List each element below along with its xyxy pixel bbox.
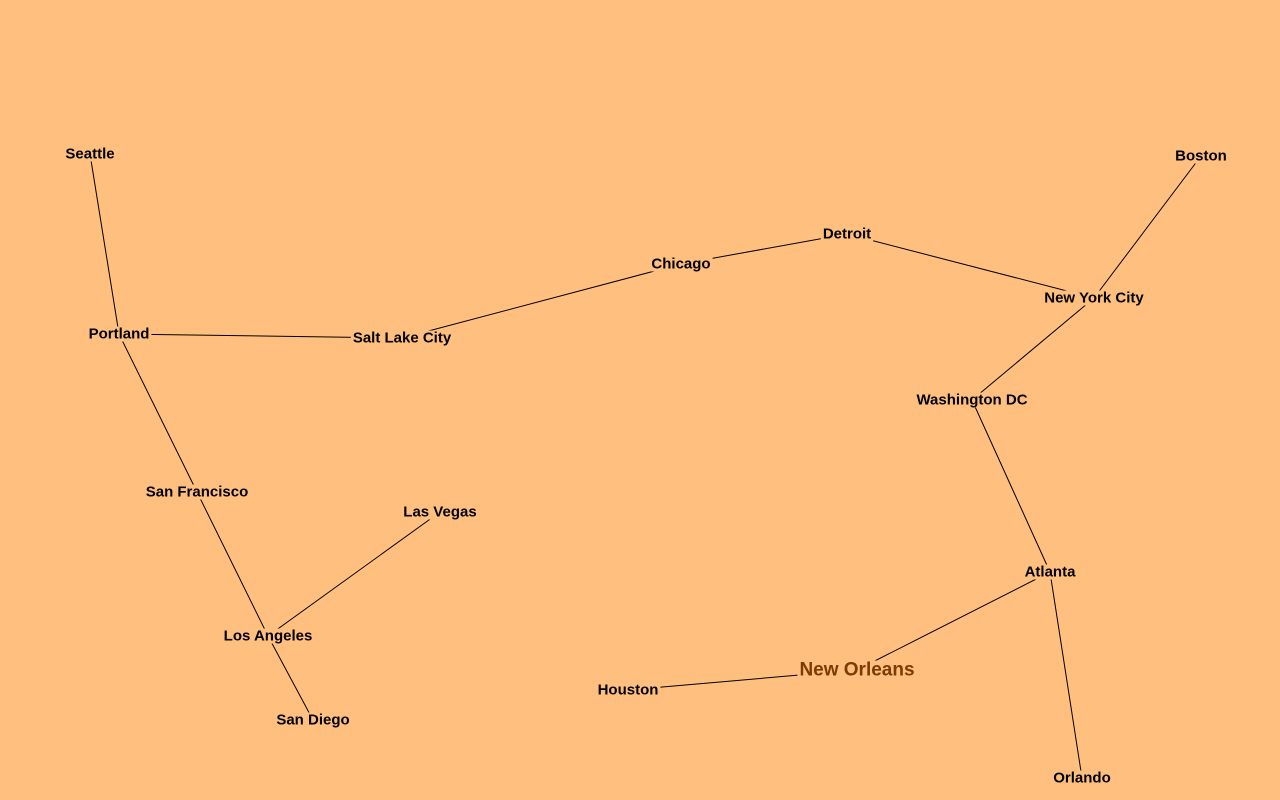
label-backdrop — [797, 660, 917, 680]
city-node-los-angeles[interactable]: Los Angeles — [221, 628, 315, 645]
edge-los-angeles-san-diego — [267, 635, 314, 721]
city-node-salt-lake-city[interactable]: Salt Lake City — [350, 330, 454, 347]
city-node-san-francisco[interactable]: San Francisco — [143, 484, 251, 501]
city-label-atlanta[interactable]: Atlanta — [1025, 564, 1076, 581]
label-backdrop — [143, 484, 251, 500]
edge-detroit-new-york-city — [846, 233, 1095, 299]
city-label-san-francisco[interactable]: San Francisco — [146, 484, 249, 501]
edge-new-york-city-washington-dc — [971, 297, 1095, 401]
label-backdrop — [1042, 290, 1147, 306]
city-node-orlando[interactable]: Orlando — [1051, 770, 1113, 787]
label-backdrop — [221, 628, 315, 644]
city-label-new-orleans[interactable]: New Orleans — [799, 660, 914, 681]
city-label-las-vegas[interactable]: Las Vegas — [403, 504, 476, 521]
city-node-new-orleans[interactable]: New Orleans — [797, 660, 917, 681]
city-node-san-diego[interactable]: San Diego — [274, 712, 352, 729]
city-node-atlanta[interactable]: Atlanta — [1022, 564, 1079, 581]
edge-new-york-city-boston — [1093, 155, 1202, 299]
edge-san-francisco-los-angeles — [196, 491, 269, 637]
city-label-chicago[interactable]: Chicago — [651, 256, 710, 273]
label-backdrop — [820, 226, 874, 242]
city-label-orlando[interactable]: Orlando — [1053, 770, 1111, 787]
city-node-washington-dc[interactable]: Washington DC — [914, 392, 1030, 409]
city-node-boston[interactable]: Boston — [1173, 148, 1229, 165]
edge-seattle-portland — [89, 153, 120, 335]
label-backdrop — [1173, 148, 1229, 164]
city-label-san-diego[interactable]: San Diego — [276, 712, 349, 729]
city-node-portland[interactable]: Portland — [86, 326, 152, 343]
city-label-boston[interactable]: Boston — [1175, 148, 1227, 165]
city-label-washington-dc[interactable]: Washington DC — [916, 392, 1027, 409]
city-node-detroit[interactable]: Detroit — [820, 226, 874, 243]
edge-los-angeles-las-vegas — [267, 511, 441, 637]
label-backdrop — [1051, 770, 1113, 786]
label-backdrop — [350, 330, 454, 346]
label-backdrop — [1022, 564, 1079, 580]
city-node-new-york-city[interactable]: New York City — [1042, 290, 1147, 307]
label-backdrop — [595, 682, 661, 698]
city-label-seattle[interactable]: Seattle — [65, 146, 114, 163]
label-backdrop — [914, 392, 1030, 408]
city-node-las-vegas[interactable]: Las Vegas — [401, 504, 479, 521]
edge-salt-lake-city-chicago — [401, 263, 682, 339]
label-backdrop — [274, 712, 352, 728]
city-label-los-angeles[interactable]: Los Angeles — [224, 628, 313, 645]
city-node-chicago[interactable]: Chicago — [649, 256, 713, 273]
city-label-detroit[interactable]: Detroit — [823, 226, 871, 243]
label-backdrop — [86, 326, 152, 342]
label-backdrop — [649, 256, 713, 272]
edge-atlanta-new-orleans — [856, 571, 1051, 671]
label-backdrop — [63, 146, 117, 162]
city-label-houston[interactable]: Houston — [598, 682, 659, 699]
label-backdrop — [401, 504, 479, 520]
city-label-salt-lake-city[interactable]: Salt Lake City — [353, 330, 452, 347]
city-label-new-york-city[interactable]: New York City — [1044, 290, 1144, 307]
city-label-portland[interactable]: Portland — [89, 326, 150, 343]
edge-portland-san-francisco — [118, 333, 198, 493]
city-node-houston[interactable]: Houston — [595, 682, 661, 699]
edge-washington-dc-atlanta — [971, 399, 1051, 573]
edge-atlanta-orlando — [1049, 571, 1083, 779]
city-node-seattle[interactable]: Seattle — [63, 146, 117, 163]
